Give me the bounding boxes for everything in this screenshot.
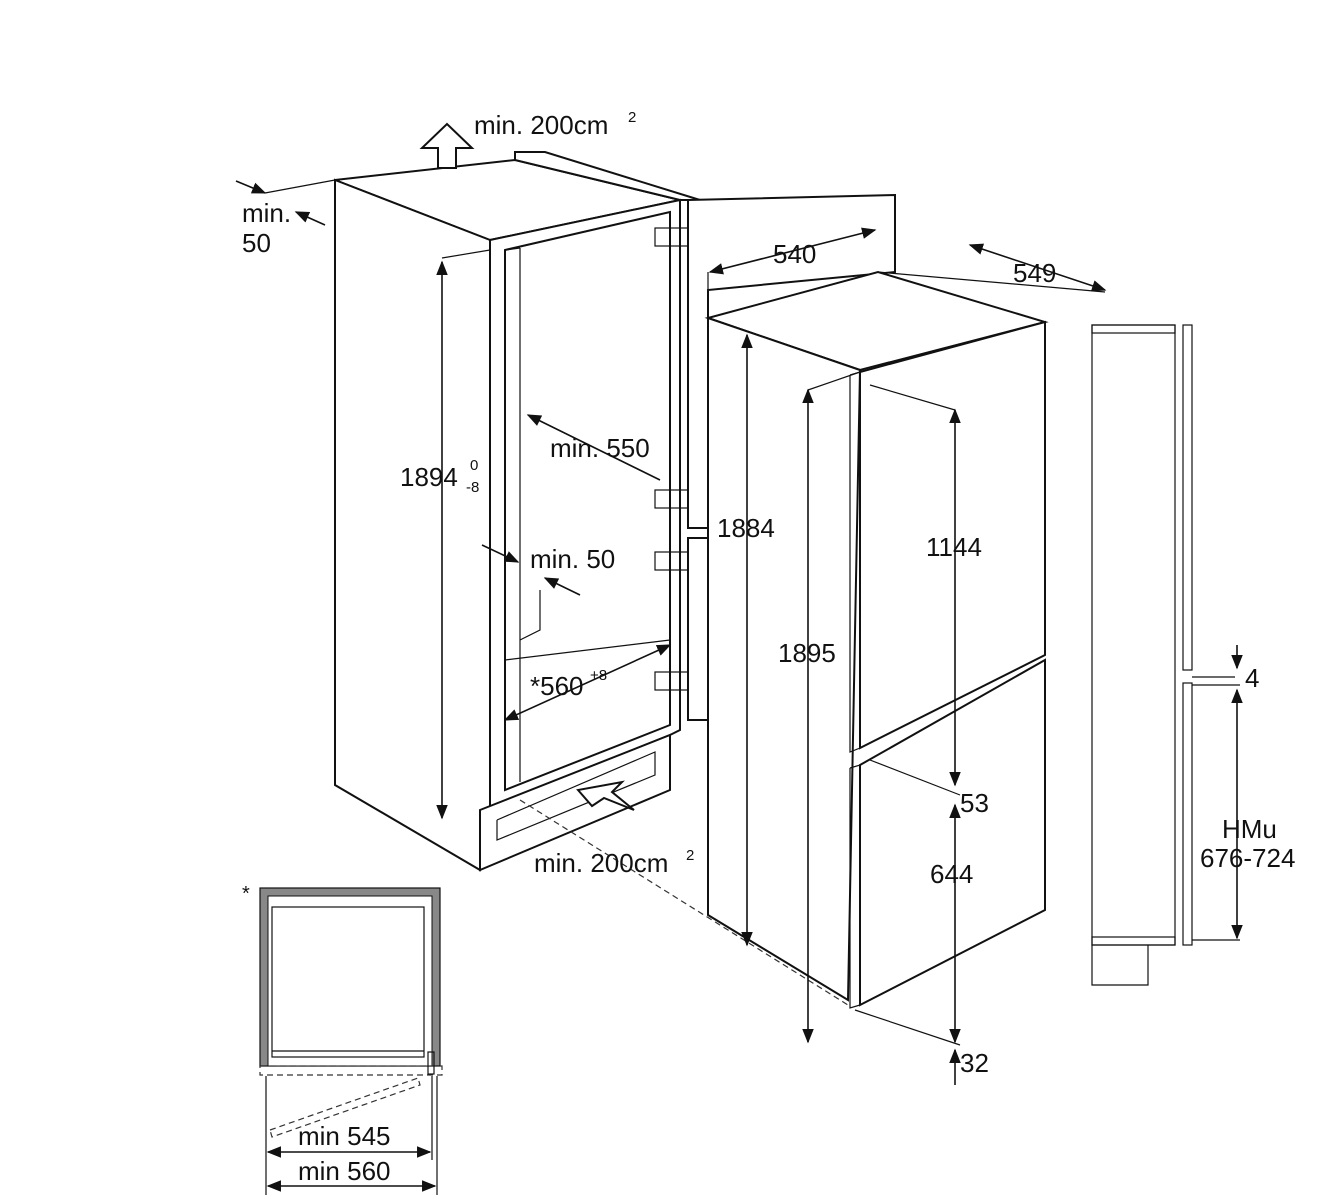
niche-plinth [479,733,671,872]
depth-min-label: min. 550 [550,433,650,463]
hmu-range: 676-724 [1200,843,1295,873]
vent-up-arrow-icon [419,122,475,169]
hmu-label: HMu [1222,814,1277,844]
side-view [1091,324,1235,986]
appliance-depth-label: 549 [1013,258,1056,288]
panel-gap-label: 4 [1245,663,1259,693]
niche-height-label: 1894 [400,462,458,492]
niche-height-tol-upper: 0 [470,457,478,474]
side-view-body [1091,324,1176,946]
inset-appliance [271,906,425,1058]
niche-height-tol-lower: -8 [466,479,479,496]
furniture-door-lower [687,537,709,721]
niche-cabinet [334,151,701,872]
appliance-height-label: 1884 [717,513,775,543]
vent-bottom-label: min. 200cm [534,848,668,878]
top-gap-value: 50 [242,228,271,258]
inset-min-560: min 560 [298,1156,391,1186]
niche-width-label: *560 [530,671,584,701]
vent-top-label: min. 200cm [474,110,608,140]
vent-in-arrow-icon [576,780,635,811]
inset-min-545: min 545 [298,1121,391,1151]
door-gap-label: 53 [960,788,989,818]
upper-door-label: 1144 [926,532,982,562]
side-view-lower-door [1182,682,1193,946]
lower-door-label: 644 [930,859,973,889]
side-view-upper-door [1182,324,1193,671]
niche-width-tol: +8 [590,667,607,684]
bottom-offset-label: 32 [960,1048,989,1078]
top-gap-min-label: min. [242,198,291,228]
labels: min. 200cm 2 min. 50 1894 0 -8 min. 550 … [242,109,1295,1186]
vent-top-sup: 2 [628,109,636,126]
rear-gap-min-label: min. 50 [530,544,615,574]
niche-opening [504,210,671,792]
overall-height-label: 1895 [778,638,836,668]
dimension-lines [235,179,1243,1085]
inset-plan-view [259,887,443,1195]
vent-bottom-sup: 2 [686,847,694,864]
inset-note: * [242,883,250,905]
niche-side-panel [334,178,491,872]
appliance-width-label: 540 [773,239,816,269]
